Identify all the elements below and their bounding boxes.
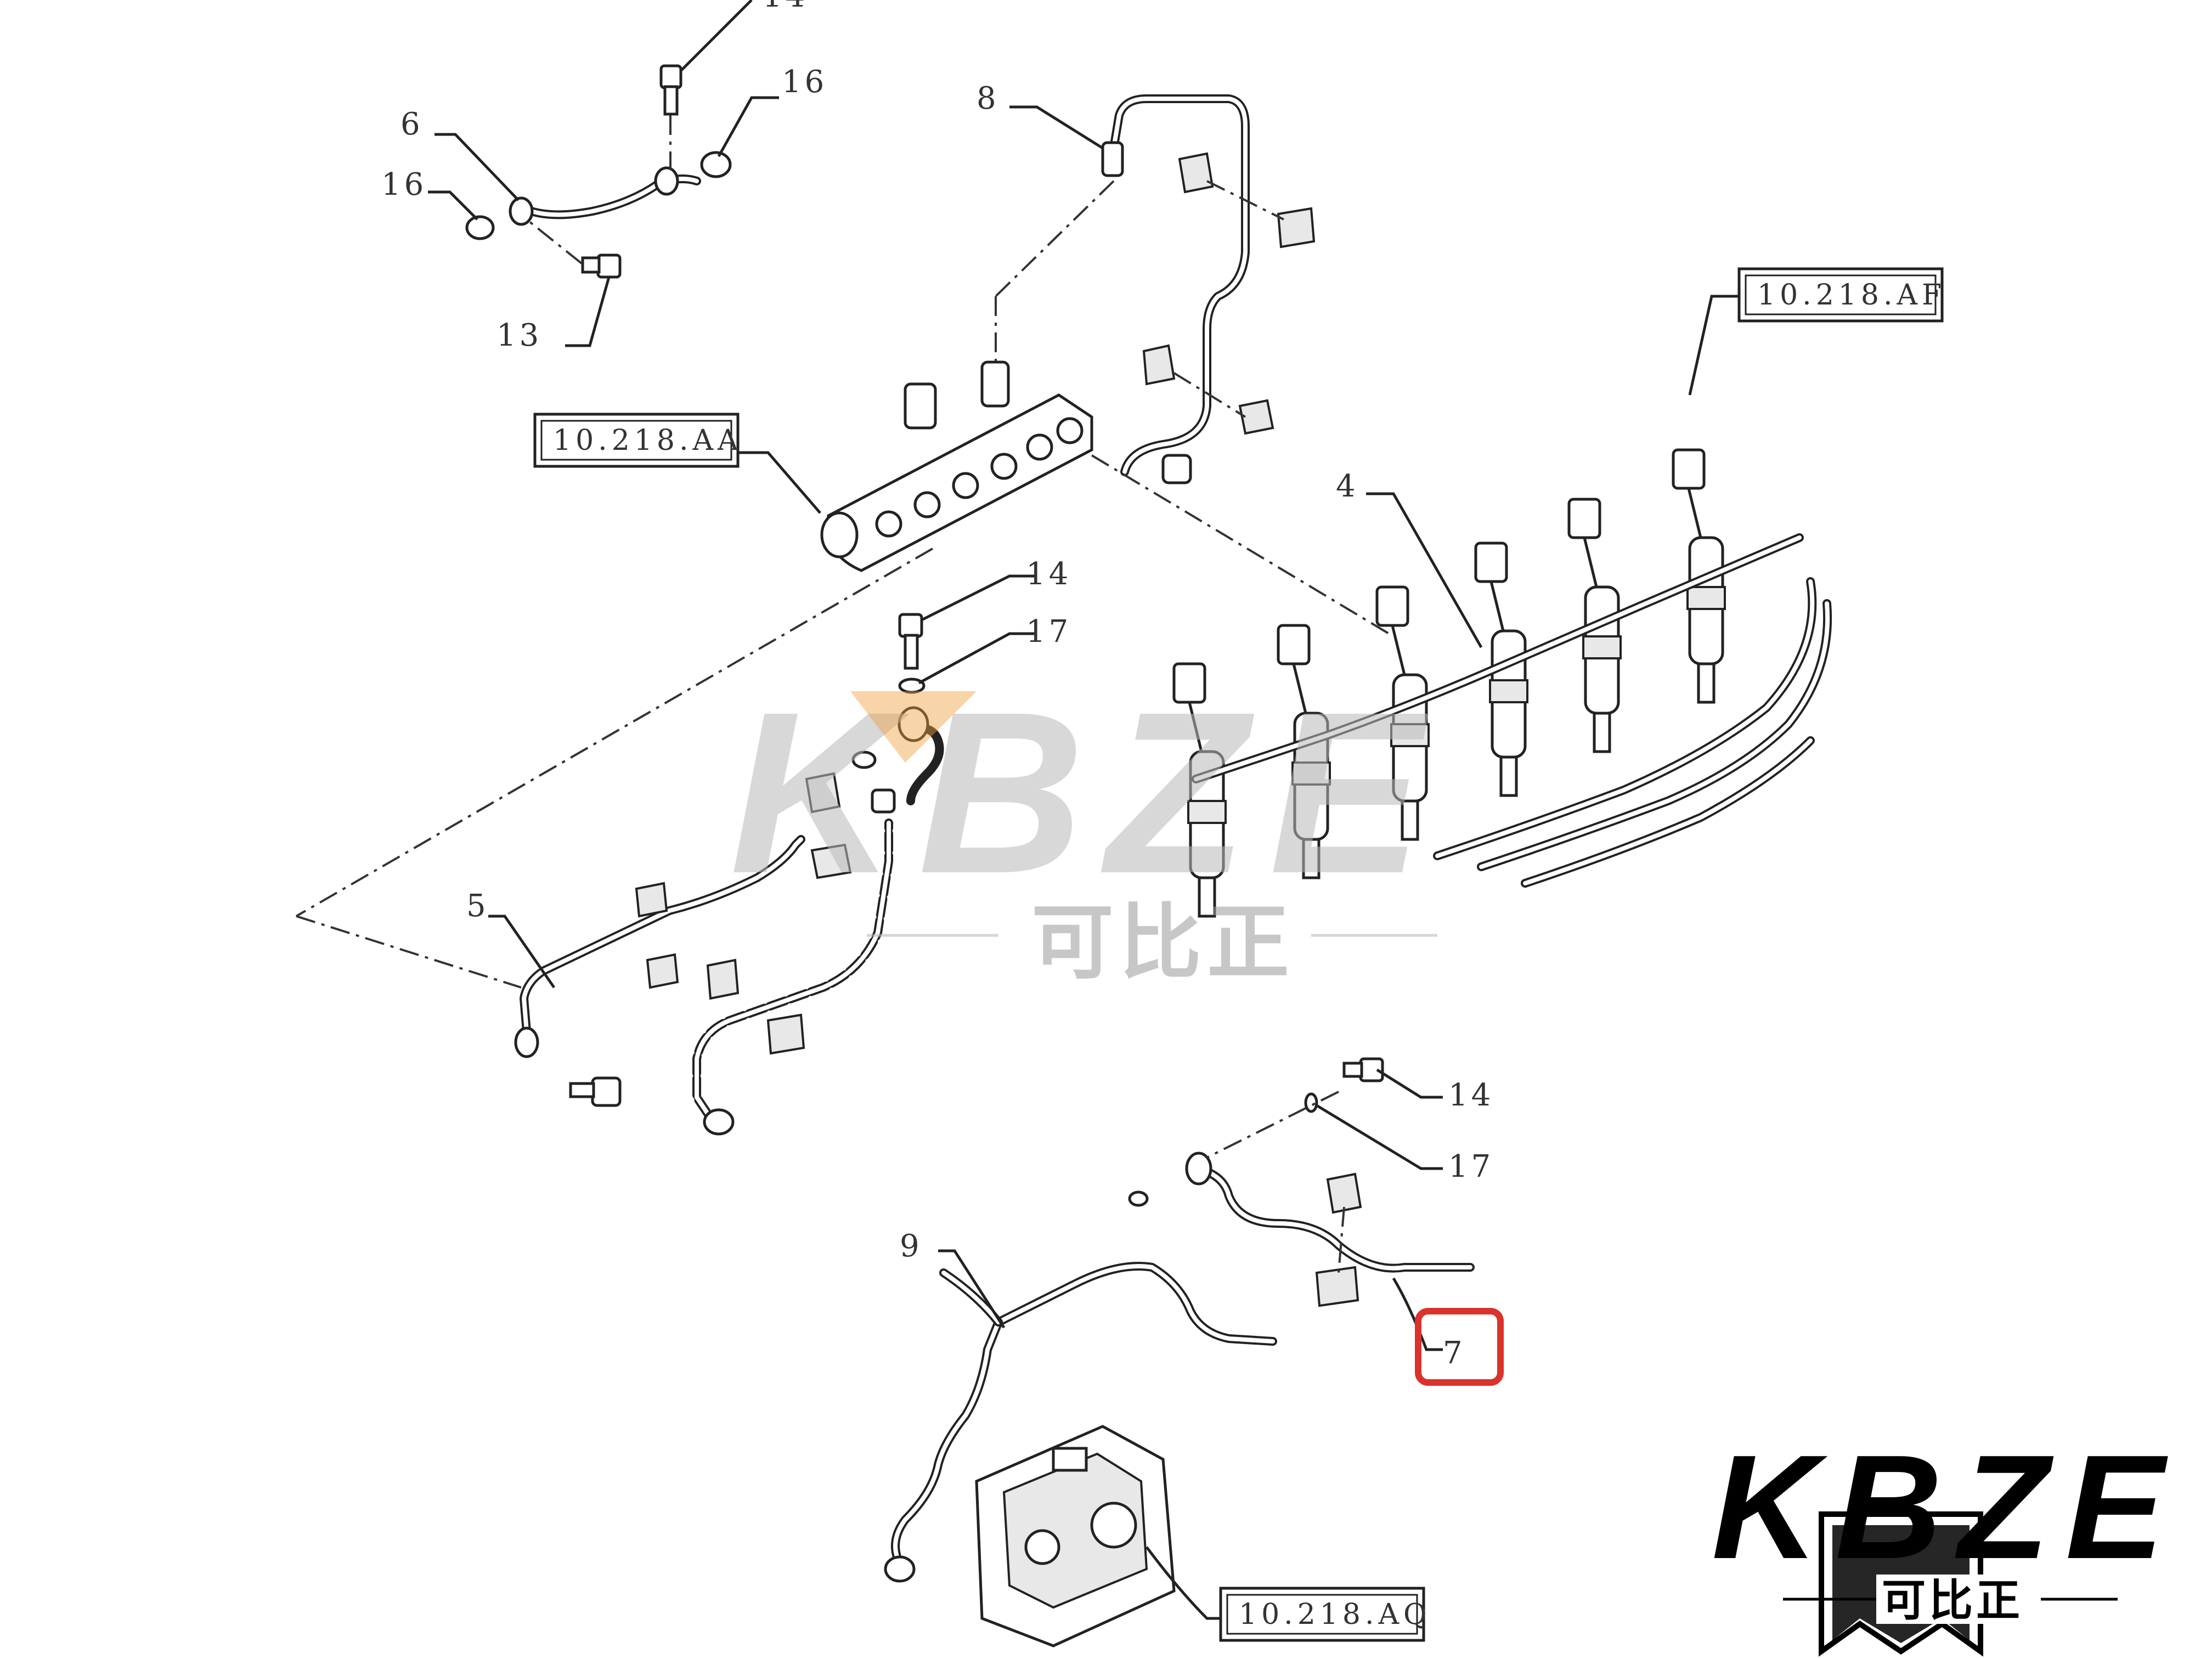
injector-1 [1172, 662, 1227, 918]
fuel-rail [295, 360, 1395, 989]
callout-4: 4 [1336, 469, 1359, 504]
kbze-logo: KBZE 可比正 [1712, 1425, 2164, 1657]
svg-text:10.218.AF: 10.218.AF [1757, 279, 1946, 312]
callout-14-low: 14 [1448, 1077, 1494, 1113]
watermark-accent [850, 691, 977, 763]
logo-subtitle: 可比正 [1882, 1575, 2023, 1626]
callout-14-mid: 14 [1026, 556, 1071, 592]
injectors-harness [1172, 295, 1832, 918]
callout-8: 8 [977, 81, 1000, 116]
svg-text:10.218.AA: 10.218.AA [553, 424, 743, 457]
ref-box-af: 10.218.AF [1737, 267, 1946, 323]
pipe-7 [1128, 1057, 1475, 1351]
callout-14-top: 14 [763, 0, 808, 14]
watermark-subtitle: 可比正 [1031, 895, 1295, 991]
watermark-brand: KBZE [730, 664, 1444, 922]
callout-16-left: 16 [381, 167, 427, 202]
pipe-5 [488, 574, 1037, 1136]
ref-box-aq: 10.218.AQ [1219, 1587, 1431, 1642]
callout-labels: 14 16 6 16 13 8 4 14 17 5 14 17 9 7 [381, 0, 1494, 1371]
pipe-9-pump [884, 1249, 1277, 1647]
callout-9: 9 [900, 1228, 923, 1264]
watermark: KBZE 可比正 [730, 664, 1444, 991]
tube-assembly-6 [428, 0, 779, 347]
callout-17-low: 17 [1448, 1149, 1494, 1184]
callout-13: 13 [496, 318, 542, 353]
svg-text:10.218.AQ: 10.218.AQ [1239, 1598, 1431, 1631]
callout-7: 7 [1443, 1335, 1466, 1371]
ref-box-aa: 10.218.AA [533, 413, 743, 468]
highlight-box-7 [1415, 1308, 1504, 1386]
injector-5 [1567, 498, 1622, 753]
injector-6 [1672, 448, 1726, 704]
callout-16-top: 16 [782, 64, 827, 100]
callout-5: 5 [466, 888, 489, 924]
pipe-8 [995, 94, 1316, 484]
reference-boxes: 10.218.AA 10.218.AF 10.218.AQ [533, 267, 1946, 1642]
logo-shield-icon [1819, 1511, 1983, 1657]
callout-6: 6 [400, 106, 424, 142]
callout-17-mid: 17 [1026, 614, 1071, 650]
